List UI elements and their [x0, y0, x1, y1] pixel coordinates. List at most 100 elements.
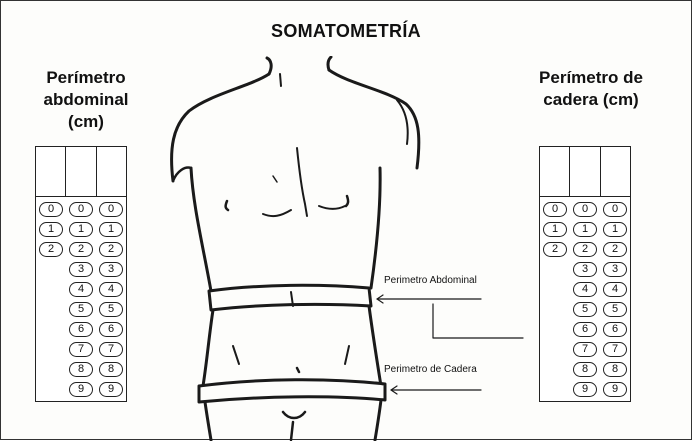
bubble-cell: 2: [600, 242, 630, 257]
bubble-cell: 7: [570, 342, 600, 357]
write-in-box[interactable]: [601, 147, 630, 196]
digit-bubble[interactable]: 3: [573, 262, 597, 277]
digit-bubble[interactable]: 2: [543, 242, 567, 257]
digit-bubble[interactable]: 9: [603, 382, 627, 397]
digit-bubble[interactable]: 5: [573, 302, 597, 317]
write-in-box[interactable]: [570, 147, 600, 196]
digit-bubble[interactable]: 3: [69, 262, 93, 277]
digit-bubble[interactable]: 4: [603, 282, 627, 297]
digit-bubble[interactable]: 5: [69, 302, 93, 317]
bubble-cell: 3: [66, 262, 96, 277]
page-title: SOMATOMETRÍA: [1, 21, 691, 42]
digit-bubble[interactable]: 6: [573, 322, 597, 337]
write-in-boxes: [540, 147, 630, 197]
bubble-cell: 3: [600, 262, 630, 277]
right-hip-line: [369, 306, 381, 386]
hip-perimeter-header: Perímetro de cadera (cm): [516, 67, 666, 111]
bubble-cell: 4: [66, 282, 96, 297]
bubble-cell: 1: [600, 222, 630, 237]
digit-bubble[interactable]: 2: [99, 242, 123, 257]
bubble-cell: [36, 382, 66, 397]
digit-bubble[interactable]: 9: [99, 382, 123, 397]
digit-bubble[interactable]: 4: [99, 282, 123, 297]
write-in-box[interactable]: [97, 147, 126, 196]
bubble-row: 88: [540, 359, 630, 379]
digit-bubble[interactable]: 7: [573, 342, 597, 357]
bubble-cell: 9: [600, 382, 630, 397]
digit-bubble[interactable]: 6: [603, 322, 627, 337]
write-in-boxes: [36, 147, 126, 197]
digit-bubble[interactable]: 8: [99, 362, 123, 377]
chest-detail: [273, 176, 277, 182]
digit-bubble[interactable]: 9: [573, 382, 597, 397]
digit-bubble[interactable]: 9: [69, 382, 93, 397]
digit-bubble[interactable]: 7: [69, 342, 93, 357]
bubble-cell: [540, 282, 570, 297]
digit-bubble[interactable]: 5: [99, 302, 123, 317]
digit-bubble[interactable]: 6: [99, 322, 123, 337]
write-in-box[interactable]: [36, 147, 66, 196]
left-groin-line: [233, 346, 239, 364]
digit-bubble[interactable]: 2: [39, 242, 63, 257]
digit-bubble[interactable]: 2: [69, 242, 93, 257]
digit-bubble[interactable]: 2: [573, 242, 597, 257]
digit-bubble[interactable]: 0: [543, 202, 567, 217]
digit-bubble[interactable]: 2: [603, 242, 627, 257]
digit-bubble[interactable]: 4: [573, 282, 597, 297]
bubble-cell: 6: [66, 322, 96, 337]
digit-bubble[interactable]: 5: [603, 302, 627, 317]
right-nipple-mark: [346, 196, 348, 206]
digit-bubble[interactable]: 1: [39, 222, 63, 237]
digit-bubble[interactable]: 3: [99, 262, 123, 277]
digit-bubble[interactable]: 0: [39, 202, 63, 217]
bubble-cell: 9: [570, 382, 600, 397]
digit-bubble[interactable]: 8: [603, 362, 627, 377]
digit-bubble[interactable]: 8: [573, 362, 597, 377]
digit-bubble[interactable]: 7: [99, 342, 123, 357]
bubble-cell: [540, 262, 570, 277]
digit-bubble[interactable]: 0: [99, 202, 123, 217]
bubble-cell: [540, 322, 570, 337]
digit-bubble[interactable]: 0: [603, 202, 627, 217]
bubble-row: 99: [540, 379, 630, 399]
write-in-box[interactable]: [540, 147, 570, 196]
digit-bubble[interactable]: 0: [573, 202, 597, 217]
bubble-cell: 0: [66, 202, 96, 217]
bubble-cell: [36, 302, 66, 317]
bubble-cell: 2: [66, 242, 96, 257]
abdominal-perimeter-label: Perimetro Abdominal: [384, 275, 477, 286]
header-line: abdominal: [11, 89, 161, 111]
bubble-cell: 0: [540, 202, 570, 217]
bubble-cell: 5: [66, 302, 96, 317]
header-line: cadera (cm): [516, 89, 666, 111]
digit-bubble[interactable]: 3: [603, 262, 627, 277]
digit-bubble[interactable]: 0: [69, 202, 93, 217]
sternum-line: [297, 148, 307, 216]
digit-bubble[interactable]: 6: [69, 322, 93, 337]
write-in-box[interactable]: [66, 147, 96, 196]
groin-curve: [283, 412, 305, 418]
bubble-cell: 1: [570, 222, 600, 237]
digit-bubble[interactable]: 7: [603, 342, 627, 357]
digit-bubble[interactable]: 1: [603, 222, 627, 237]
digit-bubble[interactable]: 8: [69, 362, 93, 377]
digit-bubble[interactable]: 1: [573, 222, 597, 237]
bubble-cell: 1: [36, 222, 66, 237]
navel-mark: [297, 368, 299, 372]
bubble-cell: 7: [600, 342, 630, 357]
digit-bubble[interactable]: 1: [69, 222, 93, 237]
digit-bubble[interactable]: 4: [69, 282, 93, 297]
left-nipple-mark: [226, 201, 228, 210]
digit-bubble[interactable]: 1: [99, 222, 123, 237]
bubble-cell: 4: [96, 282, 126, 297]
connector-line: [433, 304, 523, 338]
right-leg-line: [375, 400, 381, 440]
digit-bubble[interactable]: 1: [543, 222, 567, 237]
bubble-cell: 8: [66, 362, 96, 377]
